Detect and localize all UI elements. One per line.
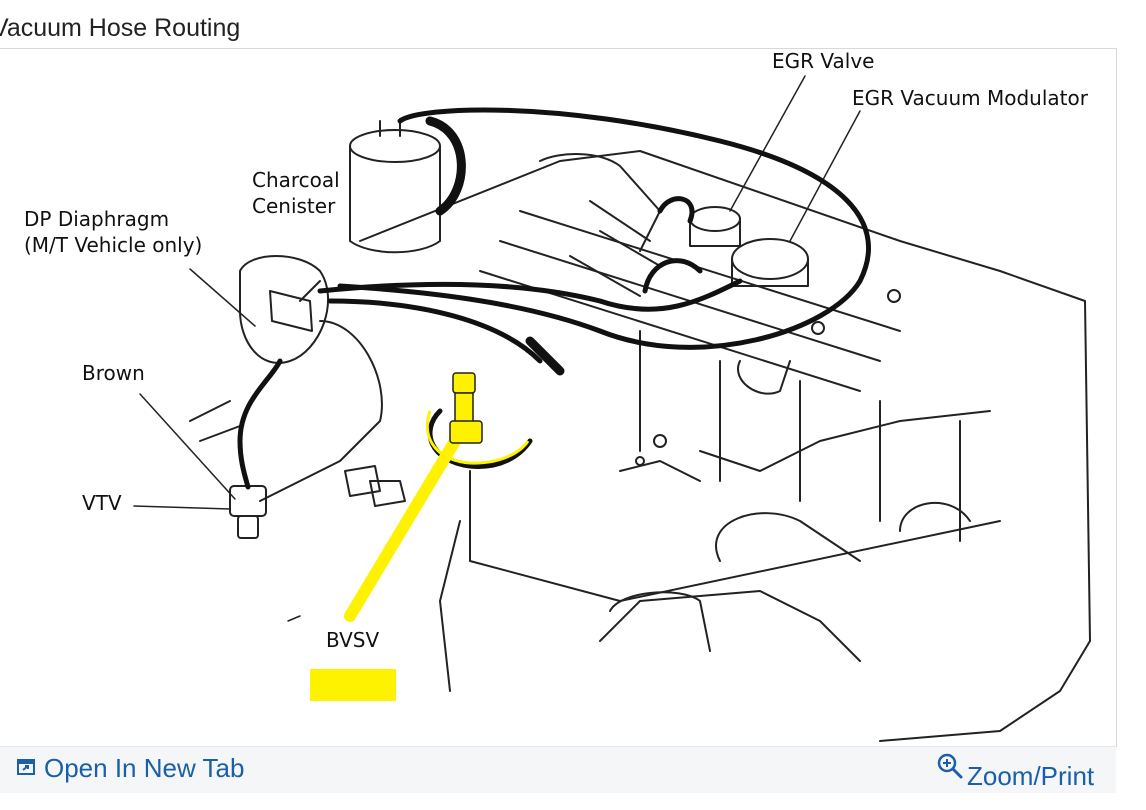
label-canister: Cenister [252, 194, 336, 218]
open-new-tab-icon [16, 753, 36, 784]
label-vtv: VTV [82, 491, 122, 515]
label-charcoal: Charcoal [252, 168, 340, 192]
bvsv-highlight [310, 669, 396, 701]
open-new-tab-label: Open In New Tab [44, 753, 245, 783]
zoom-in-icon [935, 751, 965, 788]
label-egr-vacuum-modulator: EGR Vacuum Modulator [852, 86, 1088, 110]
footer-bar: Open In New Tab Zoom/Print [0, 746, 1116, 793]
diagram-frame: EGR Valve EGR Vacuum Modulator Charcoal … [0, 48, 1117, 747]
label-dp-diaphragm: DP Diaphragm [24, 207, 170, 231]
label-egr-valve: EGR Valve [772, 49, 875, 73]
label-brown: Brown [82, 361, 145, 385]
zoom-print-label: Zoom/Print [967, 761, 1095, 791]
page-title: Vacuum Hose Routing [0, 14, 241, 42]
label-mt-vehicle: (M/T Vehicle only) [24, 233, 203, 257]
label-bvsv: BVSV [326, 628, 380, 652]
open-new-tab-link[interactable]: Open In New Tab [16, 753, 244, 784]
zoom-print-link[interactable]: Zoom/Print [935, 747, 1094, 792]
engine-diagram [133, 75, 1091, 742]
